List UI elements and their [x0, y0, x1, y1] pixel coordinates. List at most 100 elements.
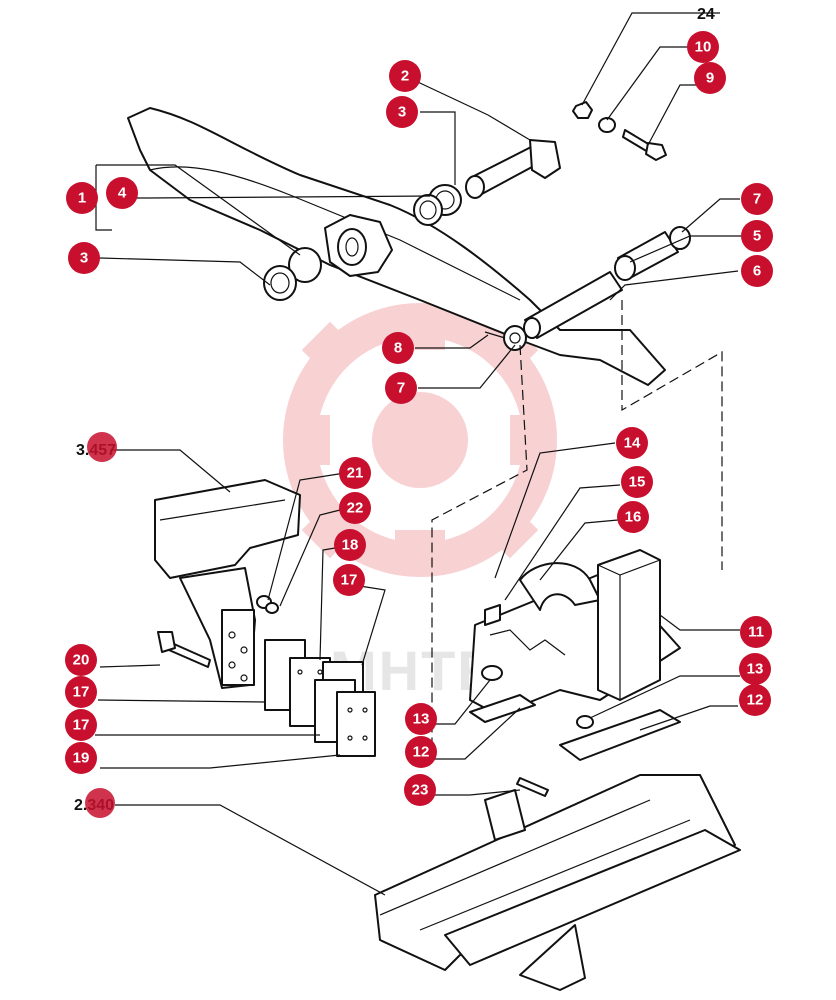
callout-c14: 14: [616, 427, 648, 459]
callout-c7b: 7: [385, 372, 417, 404]
callout-number: 13: [747, 661, 764, 678]
callout-bubble: [385, 372, 417, 404]
callout-number: 6: [753, 263, 761, 280]
callout-number: 14: [624, 435, 641, 452]
callout-bubble: [621, 466, 653, 498]
washer-upper: [669, 226, 691, 250]
callout-c17a: 17: [333, 564, 365, 596]
saddle-bracket: [469, 549, 681, 761]
left-bracket-assembly: [154, 479, 301, 689]
callout-bubble: [66, 182, 98, 214]
callout-c23: 23: [404, 774, 436, 806]
callout-number: 17: [73, 717, 90, 734]
callout-bubble: [389, 60, 421, 92]
callout-bubble: [68, 242, 100, 274]
callout-bubble: [687, 31, 719, 63]
reference-marker: [85, 788, 115, 818]
callout-bubble: [334, 529, 366, 561]
callout-c17b: 17: [65, 676, 97, 708]
callout-c3b: 3: [68, 242, 100, 274]
callout-c22: 22: [339, 492, 371, 524]
callout-number: 10: [695, 39, 712, 56]
callout-c12b: 12: [739, 684, 771, 716]
callout-bubble: [65, 644, 97, 676]
clamp-plate: [559, 709, 681, 761]
callout-bubble: [694, 62, 726, 94]
callout-bubble: [106, 177, 138, 209]
fastener-group-top: [572, 101, 667, 161]
lock-washer: [598, 117, 616, 133]
callout-c3a: 3: [386, 96, 418, 128]
ref-24: 24: [697, 6, 715, 23]
callout-number: 12: [747, 692, 764, 709]
callout-c17c: 17: [65, 709, 97, 741]
callout-bubble: [405, 703, 437, 735]
callout-c13b: 13: [739, 653, 771, 685]
callout-number: 4: [118, 185, 127, 202]
callout-number: 16: [625, 509, 642, 526]
callout-number: 5: [753, 228, 761, 245]
callout-bubble: [382, 332, 414, 364]
callout-bubble: [65, 676, 97, 708]
callout-bubble: [617, 501, 649, 533]
callout-number: 21: [347, 465, 364, 482]
callout-c18: 18: [334, 529, 366, 561]
pad-stack: [264, 639, 376, 757]
callout-bubble: [333, 564, 365, 596]
pivot-pin-group: [263, 139, 561, 301]
callout-c6: 6: [741, 255, 773, 287]
callout-bubble: [741, 255, 773, 287]
rail-bolt: [516, 777, 549, 797]
callout-number: 13: [413, 711, 430, 728]
callout-c13a: 13: [405, 703, 437, 735]
callout-c20: 20: [65, 644, 97, 676]
callout-c2: 2: [389, 60, 421, 92]
rail-bracket: [484, 789, 526, 841]
callout-bubble: [65, 709, 97, 741]
callout-c8: 8: [382, 332, 414, 364]
callout-number: 23: [412, 782, 429, 799]
callout-c11: 11: [740, 616, 772, 648]
callout-bubble: [739, 684, 771, 716]
callout-number: 12: [413, 744, 430, 761]
callout-c15: 15: [621, 466, 653, 498]
callout-number: 17: [341, 572, 358, 589]
tube-frame: [154, 479, 301, 579]
callout-bubble: [616, 427, 648, 459]
callout-c12a: 12: [405, 736, 437, 768]
callout-number: 2: [401, 68, 409, 85]
hex-nut: [572, 101, 593, 119]
cross-shaft-group: [484, 226, 691, 351]
callout-number: 19: [73, 750, 90, 767]
callout-c5: 5: [741, 220, 773, 252]
callout-number: 18: [342, 537, 359, 554]
callout-number: 9: [706, 70, 714, 87]
reference-marker: [87, 432, 117, 462]
washer-lower: [503, 325, 527, 351]
callout-number: 8: [394, 340, 402, 357]
callout-number: 11: [748, 624, 764, 641]
callout-bubble: [741, 220, 773, 252]
callout-number: 3: [80, 250, 88, 267]
callout-bubble: [386, 96, 418, 128]
saddle-washer: [481, 665, 503, 681]
callout-number: 20: [73, 652, 90, 669]
callout-bubble: [739, 653, 771, 685]
callout-bubble: [405, 736, 437, 768]
assembly-lines: [431, 300, 723, 760]
callout-number: 22: [347, 500, 364, 517]
chassis-rail: [374, 774, 741, 991]
callout-c16: 16: [617, 501, 649, 533]
callout-bubble: [741, 183, 773, 215]
mount-plate: [221, 609, 255, 686]
callout-number: 3: [398, 104, 406, 121]
saddle-arch: [519, 562, 601, 611]
callout-c7a: 7: [741, 183, 773, 215]
callout-bubble: [740, 616, 772, 648]
pad-19: [336, 691, 376, 757]
callout-c10: 10: [687, 31, 719, 63]
callout-number: 17: [73, 684, 90, 701]
callout-c1: 1: [66, 182, 98, 214]
